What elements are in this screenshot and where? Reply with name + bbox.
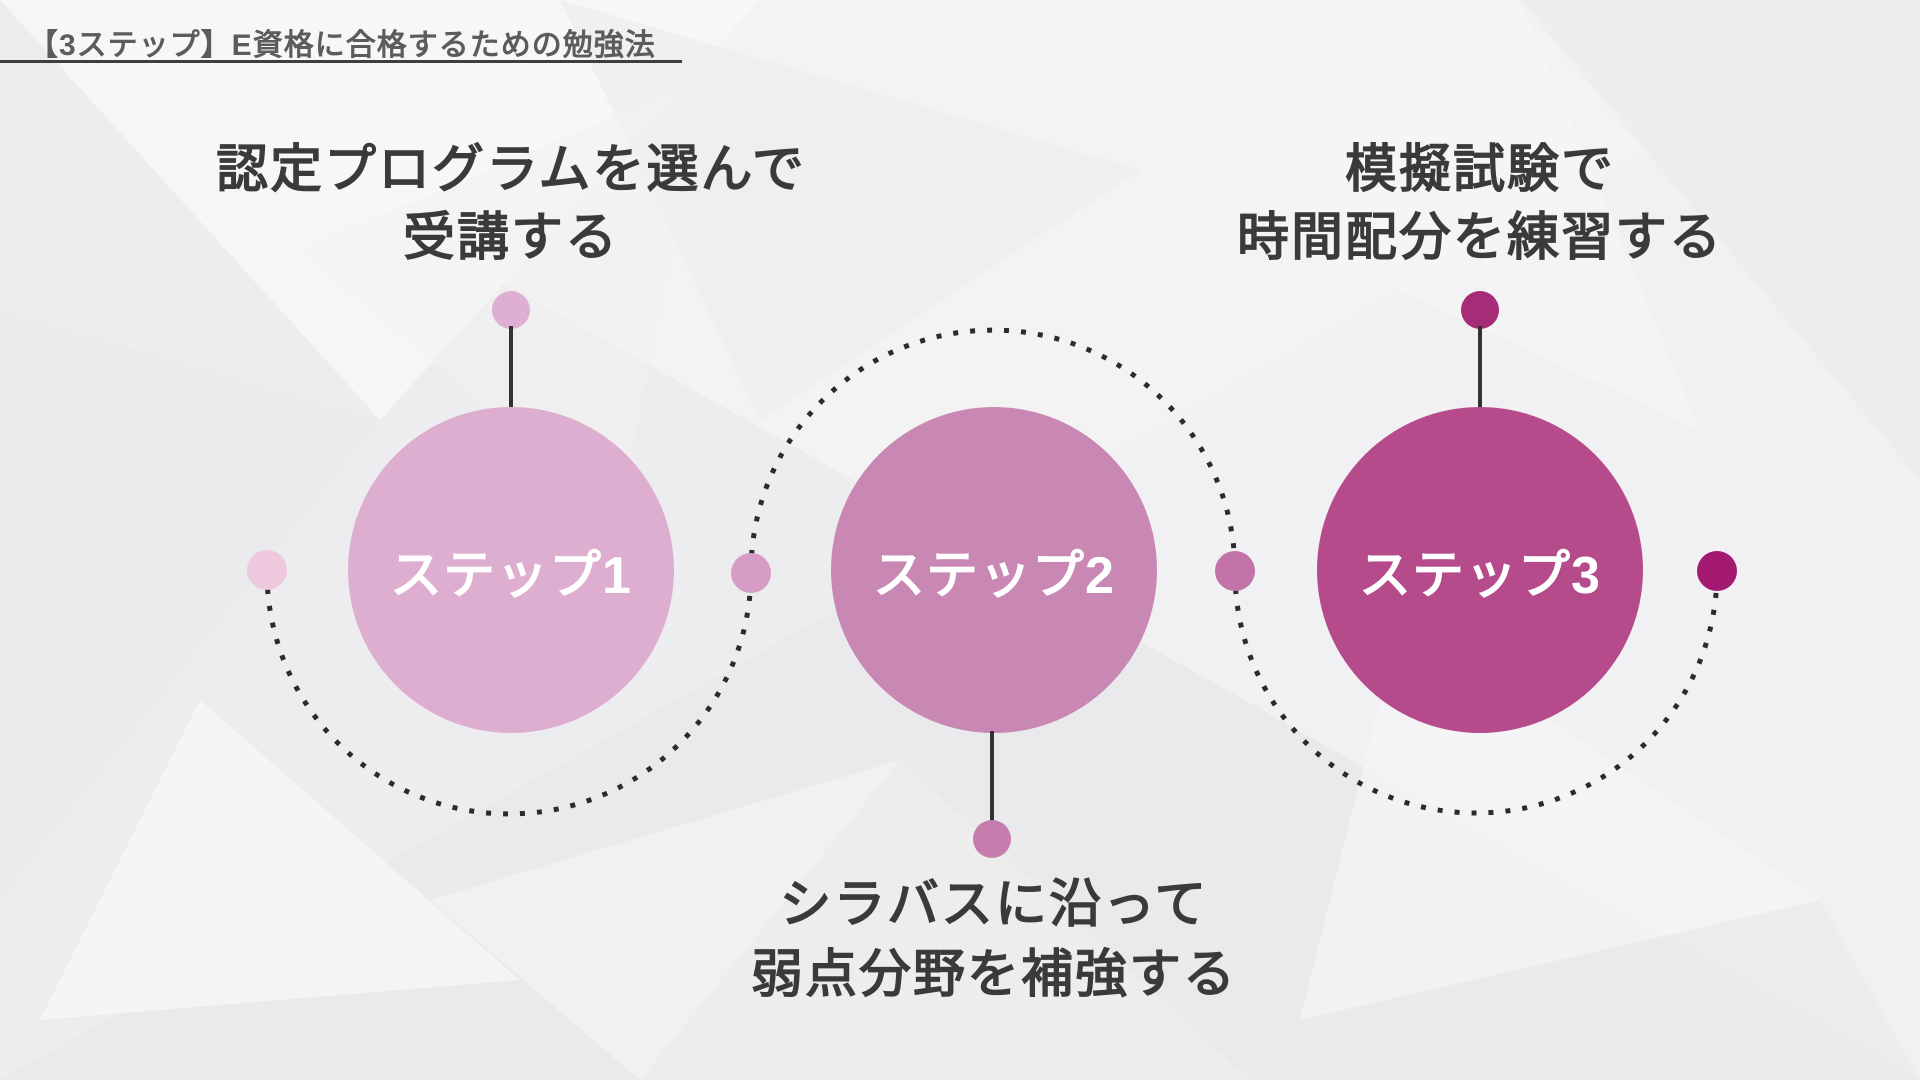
- step1-circle: ステップ1: [348, 407, 674, 733]
- step1-pin-line: [509, 326, 513, 409]
- step2-description: シラバスに沿って 弱点分野を補強する: [644, 870, 1344, 1010]
- step2-description-line2: 弱点分野を補強する: [750, 946, 1237, 1004]
- path-end-dot: [1697, 551, 1737, 591]
- dotted-arc-under-step3: [1232, 571, 1720, 816]
- path-between-step2-step3-dot: [1215, 551, 1255, 591]
- step3-description: 模擬試験で 時間配分を練習する: [1130, 136, 1830, 272]
- step2-pin-dot: [973, 820, 1011, 858]
- step2-circle: ステップ2: [831, 407, 1157, 733]
- step3-pin-dot: [1461, 291, 1499, 329]
- path-between-step1-step2-dot: [731, 553, 771, 593]
- step1-description-line2: 受講する: [402, 209, 619, 267]
- step3-description-line2: 時間配分を練習する: [1236, 209, 1723, 267]
- step1-description-line1: 認定プログラムを選んで: [216, 141, 806, 199]
- step3-pin-line: [1478, 326, 1482, 409]
- page-title: 【3ステップ】E資格に合格するための勉強法: [28, 29, 656, 62]
- step1-description: 認定プログラムを選んで 受講する: [161, 136, 861, 272]
- step3-description-line1: 模擬試験で: [1344, 141, 1615, 199]
- step2-pin-line: [990, 731, 994, 821]
- title-underline: [0, 60, 682, 63]
- step1-circle-label: ステップ1: [390, 546, 632, 605]
- step2-description-line1: シラバスに沿って: [779, 876, 1209, 934]
- step2-circle-label: ステップ2: [873, 546, 1115, 605]
- step1-pin-dot: [492, 291, 530, 329]
- step3-circle-label: ステップ3: [1359, 546, 1601, 605]
- step3-circle: ステップ3: [1317, 407, 1643, 733]
- path-start-dot: [247, 550, 287, 590]
